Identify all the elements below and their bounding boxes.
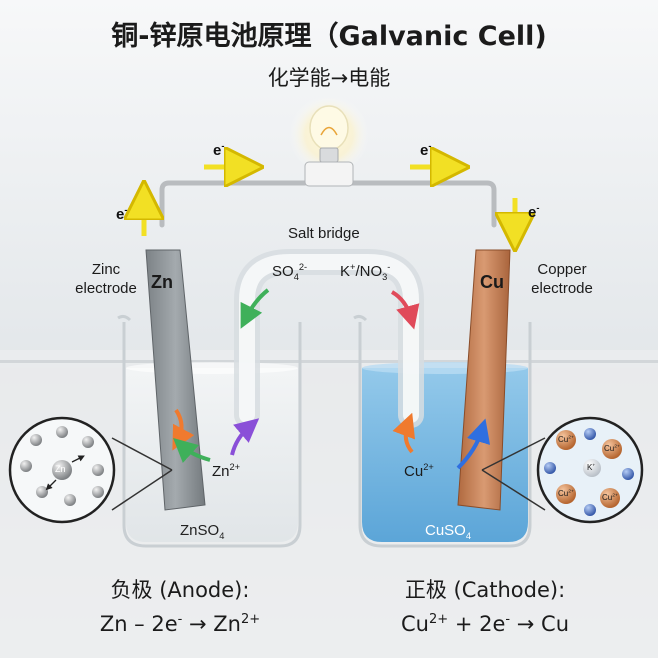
- zoom-cu-ion-2: Cu2+: [604, 444, 620, 453]
- salt-bridge-label: Salt bridge: [288, 225, 360, 242]
- electron-label-top-right: e-: [420, 141, 432, 159]
- zoom-k-ion: K+: [587, 463, 596, 472]
- electron-label-right: e-: [528, 203, 540, 221]
- electron-label-left: e-: [116, 205, 128, 223]
- zoom-cu-ion-3: Cu2+: [558, 489, 574, 498]
- zoom-cu-ion-1: Cu2+: [558, 435, 574, 444]
- znso4-label: ZnSO4: [180, 522, 225, 541]
- cathode-title: 正极 (Cathode):: [404, 578, 566, 602]
- anode-title: 负极 (Anode):: [110, 578, 250, 602]
- anode-equation: Zn – 2e- → Zn2+: [99, 612, 261, 636]
- page-title: 铜-锌原电池原理（Galvanic Cell): [111, 21, 547, 52]
- zoom-cu-ion-4: Cu2+: [602, 493, 618, 502]
- electron-label-top-left: e-: [213, 141, 225, 159]
- cathode-equation: Cu2+ + 2e- → Cu: [400, 612, 570, 636]
- sulfate-ion-label: SO42-: [272, 262, 308, 282]
- zinc-symbol: Zn: [151, 272, 173, 292]
- cuso4-label: CuSO4: [425, 522, 472, 541]
- cation-label: K+/NO3-: [340, 262, 391, 282]
- page-subtitle: 化学能→电能: [267, 66, 391, 90]
- copper-symbol: Cu: [480, 272, 504, 292]
- copper-ion-label: Cu2+: [404, 462, 434, 480]
- zinc-ion-label: Zn2+: [212, 462, 241, 480]
- zinc-atom-label: Zn: [55, 464, 66, 474]
